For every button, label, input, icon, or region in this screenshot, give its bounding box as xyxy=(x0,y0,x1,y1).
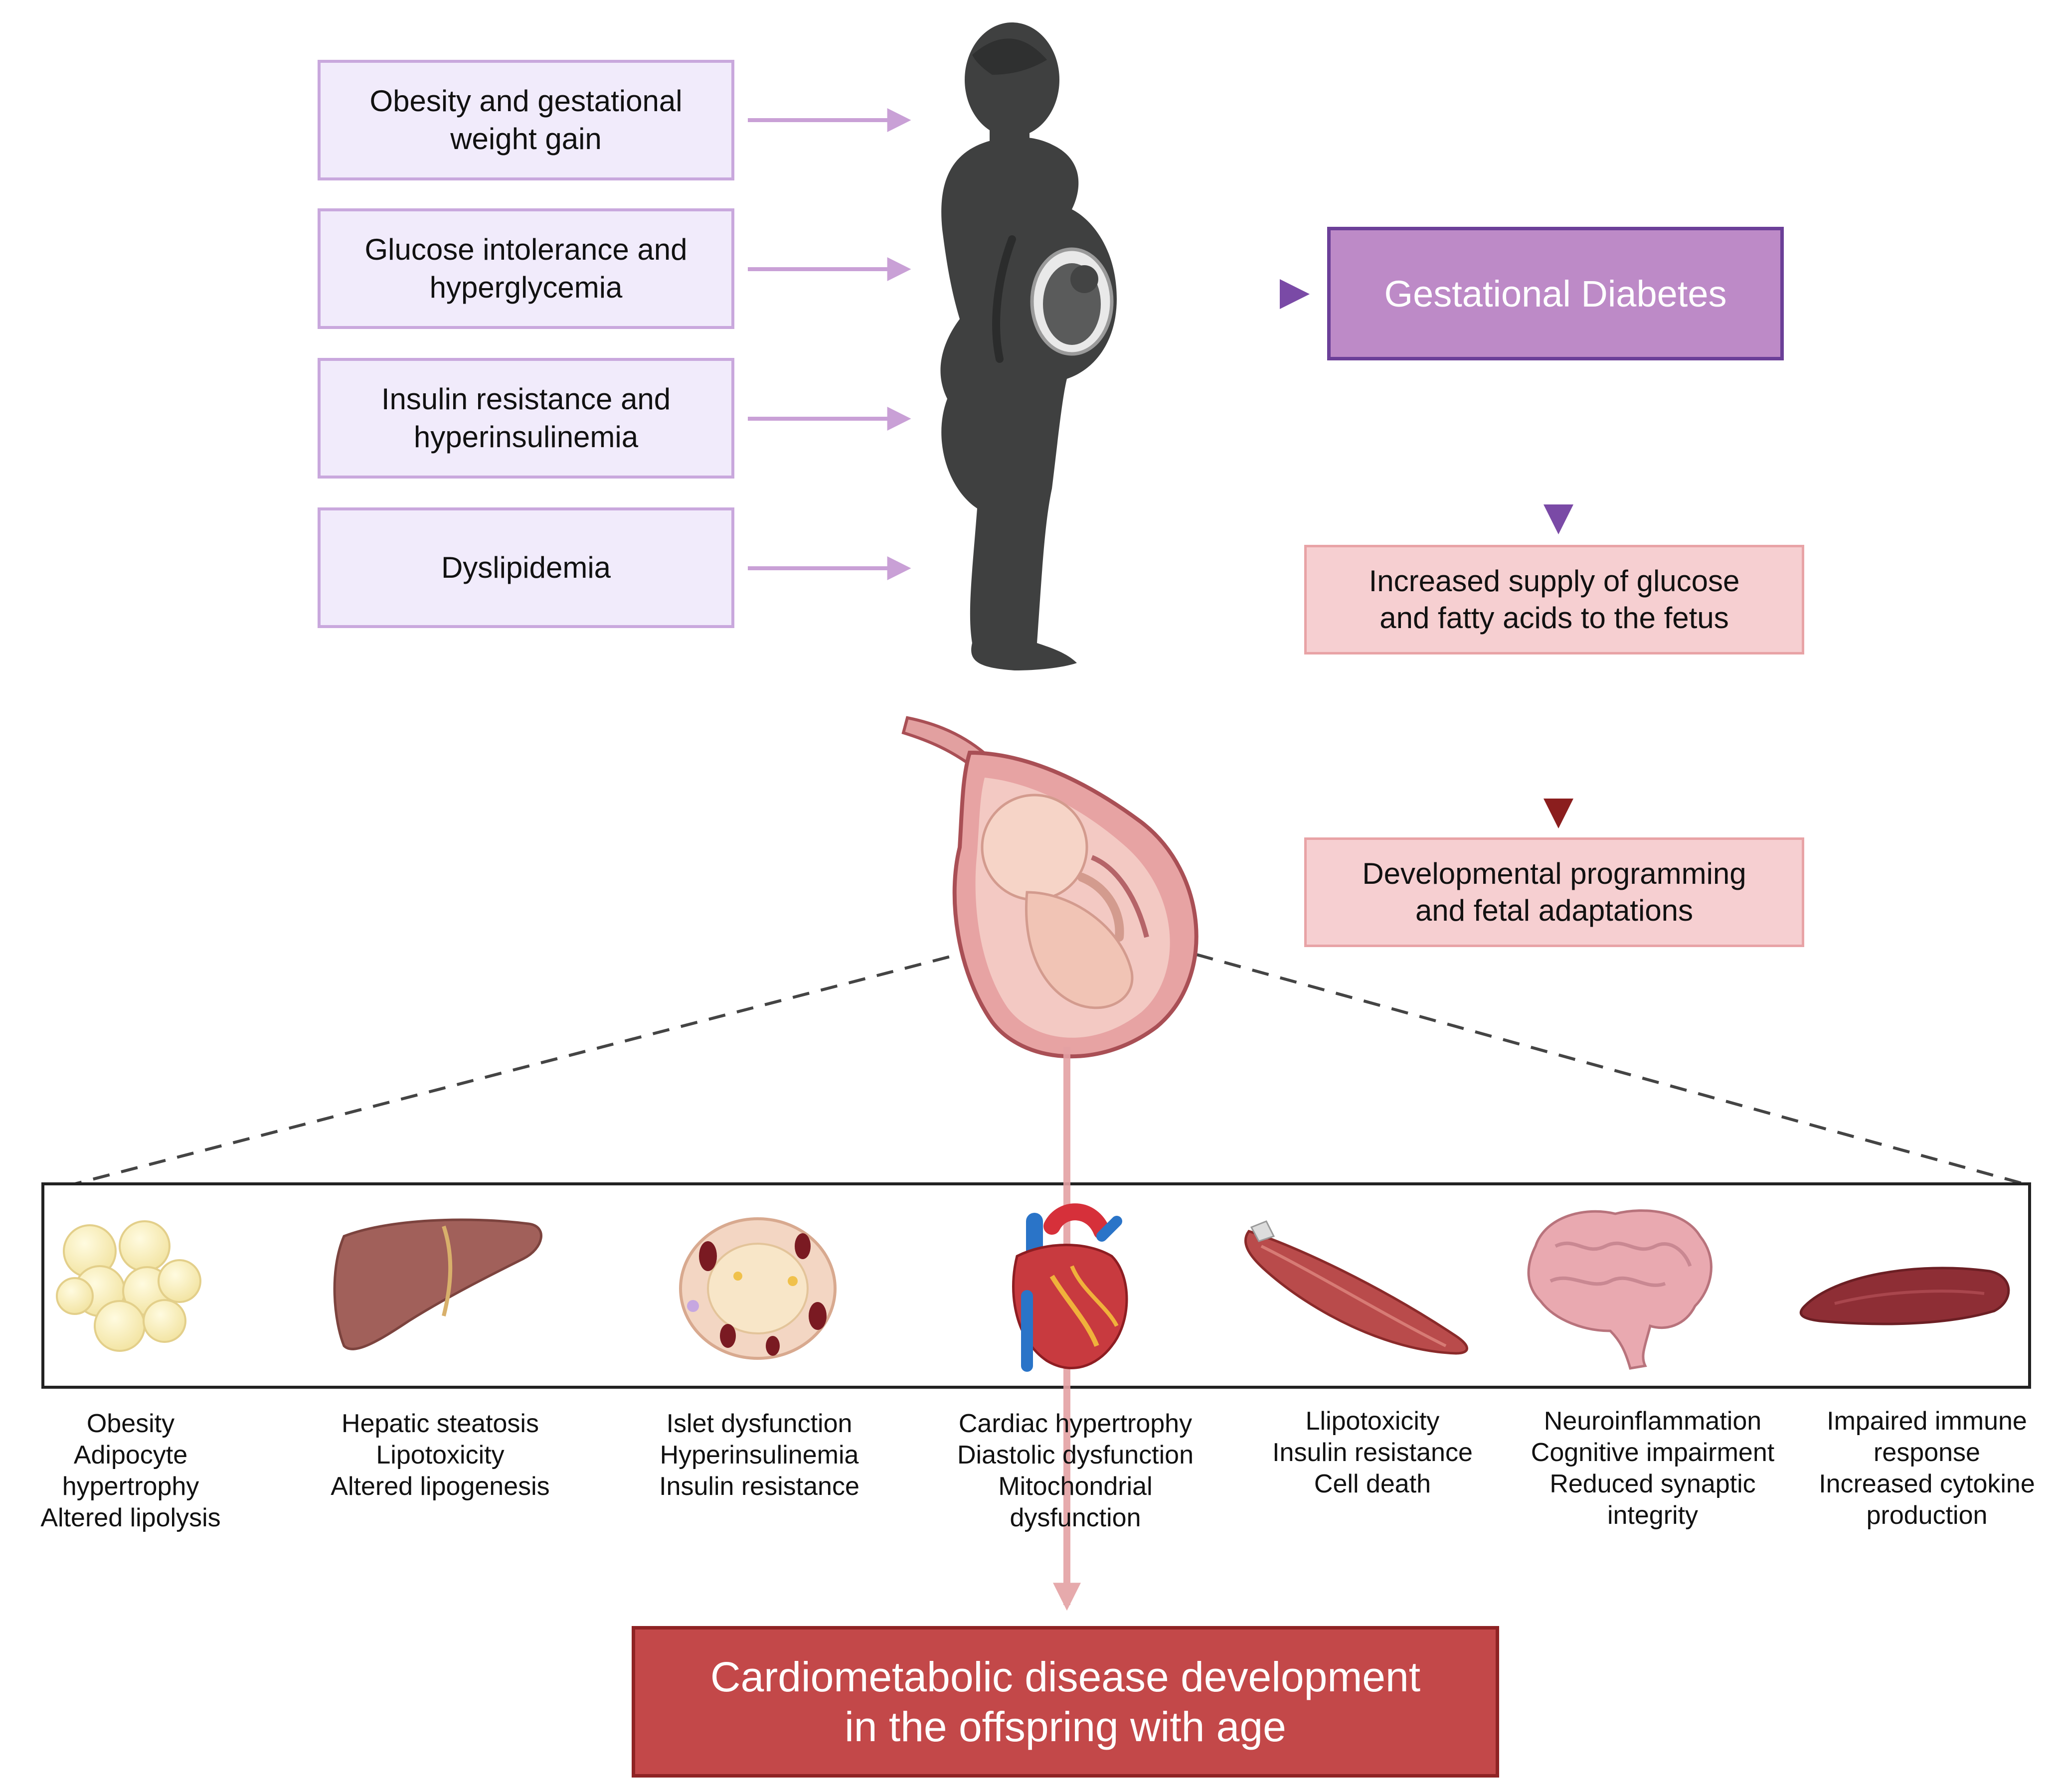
fetus-in-uterus-icon xyxy=(901,716,1199,1059)
liver-effects-label: Hepatic steatosis Lipotoxicity Altered l… xyxy=(331,1409,550,1501)
adipose-effects-label: Obesity Adipocyte hypertrophy Altered li… xyxy=(40,1409,221,1532)
dashed-line-right xyxy=(1196,953,2025,1185)
brain-effects-label: Neuroinflammation Cognitive impairment R… xyxy=(1531,1407,1775,1530)
heart-effects-label: Cardiac hypertrophy Diastolic dysfunctio… xyxy=(957,1409,1194,1532)
dashed-line-left xyxy=(74,948,978,1185)
gestational-diabetes-box: Gestational Diabetes xyxy=(1327,227,1784,360)
brain-icon xyxy=(1527,1209,1713,1370)
risk-factor-glucose-box: Glucose intolerance and hyperglycemia xyxy=(318,208,734,329)
spleen-icon xyxy=(1799,1267,2010,1325)
risk-factor-obesity-box: Obesity and gestational weight gain xyxy=(318,60,734,180)
increased-supply-box: Increased supply of glucose and fatty ac… xyxy=(1304,545,1804,654)
cardiometabolic-outcome-box: Cardiometabolic disease development in t… xyxy=(632,1626,1499,1778)
spleen-effects-label: Impaired immune response Increased cytok… xyxy=(1819,1407,2035,1530)
risk-factor-dyslipidemia-box: Dyslipidemia xyxy=(318,507,734,628)
risk-factor-insulin-box: Insulin resistance and hyperinsulinemia xyxy=(318,358,734,479)
islet-effects-label: Islet dysfunction Hyperinsulinemia Insul… xyxy=(659,1409,859,1501)
risk-factor-arrows xyxy=(748,108,911,580)
pregnant-woman-silhouette-icon xyxy=(940,22,1117,671)
adipose-tissue-icon xyxy=(56,1220,201,1352)
skeletal-muscle-icon xyxy=(1244,1220,1468,1355)
developmental-programming-box: Developmental programming and fetal adap… xyxy=(1304,837,1804,947)
pancreatic-islet-icon xyxy=(679,1217,837,1360)
liver-icon xyxy=(333,1218,542,1350)
heart-icon xyxy=(1012,1203,1128,1372)
muscle-effects-label: Llipotoxicity Insulin resistance Cell de… xyxy=(1272,1407,1473,1498)
